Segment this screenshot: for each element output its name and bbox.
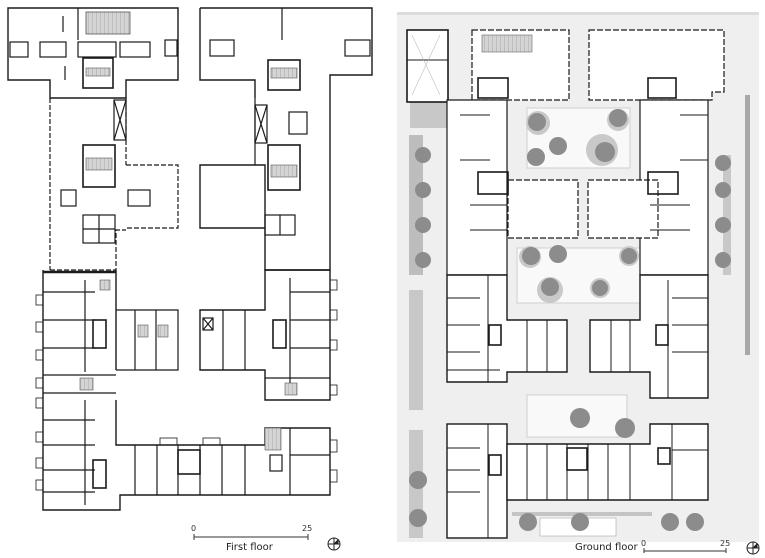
ground-floor-north-arrow-icon: [746, 541, 760, 555]
first-floor-title: First floor: [226, 542, 273, 553]
tree-icons: [409, 109, 731, 531]
ground-floor-plan: [397, 12, 759, 542]
first-floor-north-arrow-icon: [327, 537, 341, 551]
ground-floor-scale-bar: [643, 548, 727, 553]
first-floor-scale-start: 0: [191, 524, 197, 533]
ground-floor-scale-end: 25: [720, 539, 731, 548]
first-floor-plan: [7, 7, 373, 511]
ground-floor-title: Ground floor: [575, 542, 638, 553]
ground-floor-scale-start: 0: [641, 539, 647, 548]
first-floor-scale-end: 25: [302, 524, 313, 533]
first-floor-scale-bar: [193, 534, 309, 540]
